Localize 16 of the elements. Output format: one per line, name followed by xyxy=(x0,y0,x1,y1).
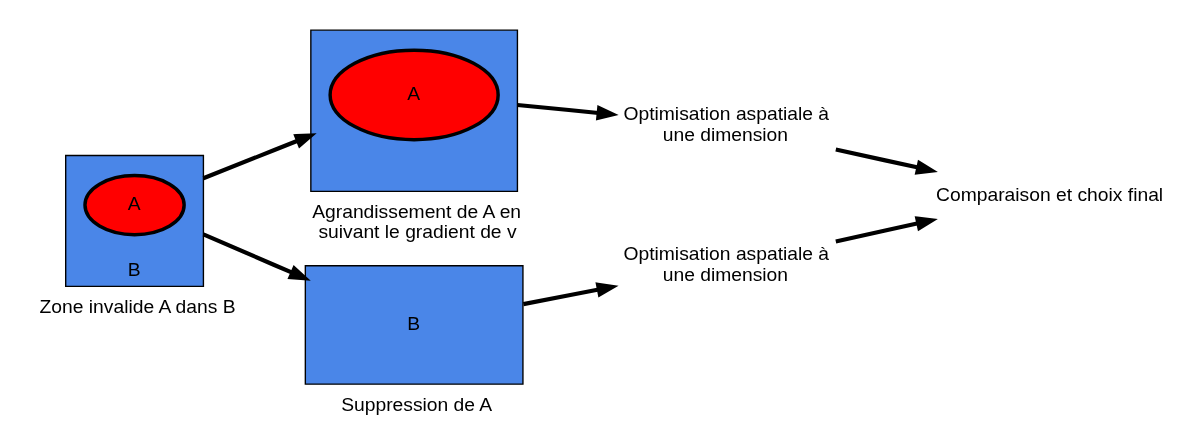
arrow xyxy=(516,102,619,121)
arrow xyxy=(834,147,938,175)
node-text: Comparaison et choix final xyxy=(935,183,1163,205)
node-text: Optimisation aspatiale à une dimension xyxy=(622,243,829,286)
arrow xyxy=(522,282,619,307)
node-label: Suppression de A xyxy=(340,393,492,415)
node-label: Agrandissement de A en suivant le gradient de v xyxy=(311,200,521,243)
arrow xyxy=(202,133,317,181)
node-ellipse: A xyxy=(82,173,186,237)
node-box: B xyxy=(304,265,524,385)
cluster xyxy=(309,29,518,192)
node-label: Zone invalide A dans B xyxy=(39,295,236,317)
arrow xyxy=(834,216,938,244)
node-text: Optimisation aspatiale à une dimension xyxy=(622,102,829,145)
arrow xyxy=(202,232,311,281)
node-ellipse: A xyxy=(327,48,500,142)
